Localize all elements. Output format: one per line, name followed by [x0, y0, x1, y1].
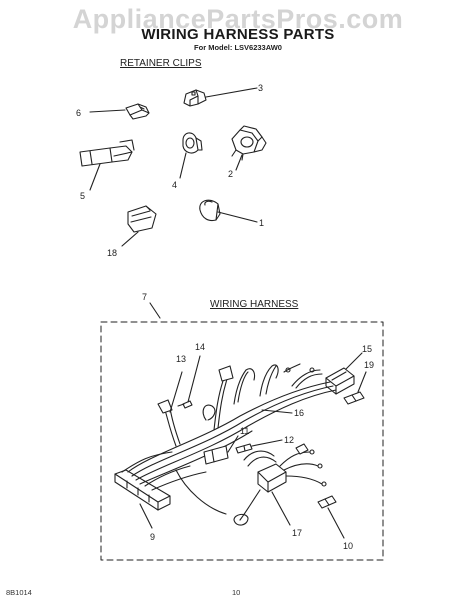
leader-13: [169, 371, 183, 413]
leader-9: [139, 503, 153, 529]
callout-4: 4: [172, 180, 177, 190]
part-19-terminal: [343, 391, 365, 405]
callout-15: 15: [362, 344, 372, 354]
part-10-terminal: [317, 495, 337, 509]
part-17-subharness: [233, 443, 327, 526]
footer-code: 8B1014: [6, 588, 32, 597]
callout-1: 1: [259, 218, 264, 228]
section-retainer-clips: RETAINER CLIPS: [120, 58, 202, 69]
leader-16: [261, 409, 293, 414]
callout-5: 5: [80, 191, 85, 201]
leader-17: [271, 491, 291, 526]
callout-18: 18: [107, 248, 117, 258]
leader-3: [205, 87, 258, 98]
leader-7: [149, 302, 161, 319]
callout-14: 14: [195, 342, 205, 352]
callout-2: 2: [228, 169, 233, 179]
callout-11: 11: [240, 426, 249, 436]
part-15-connector: [325, 367, 355, 395]
part-2-clip: [231, 125, 267, 161]
callout-7: 7: [142, 292, 147, 302]
leader-10: [327, 507, 345, 539]
part-5-clip: [79, 139, 135, 167]
part-4-clip: [182, 132, 203, 154]
callout-13: 13: [176, 354, 186, 364]
part-1-clip: [199, 199, 221, 222]
page-title: WIRING HARNESS PARTS: [141, 26, 335, 43]
callout-17: 17: [292, 528, 302, 538]
leader-2: [235, 154, 243, 171]
section-wiring-harness: WIRING HARNESS: [210, 299, 299, 310]
harness-boundary-box: [100, 321, 384, 561]
page-number: 10: [232, 588, 241, 597]
leader-19: [357, 371, 367, 393]
leader-15: [345, 352, 363, 370]
part-18-clip: [127, 205, 157, 233]
leader-6: [89, 109, 126, 113]
callout-9: 9: [150, 532, 155, 542]
callout-6: 6: [76, 108, 81, 118]
leader-1: [217, 211, 258, 223]
leader-14: [187, 355, 201, 403]
callout-10: 10: [343, 541, 353, 551]
harness-bundle: [121, 363, 337, 491]
part-14-screw: [177, 400, 193, 409]
part-12-pin: [235, 443, 253, 454]
leader-5: [89, 163, 101, 191]
watermark: AppliancePartsPros.com: [72, 4, 404, 34]
callout-12: 12: [284, 435, 294, 445]
part-3-clip: [183, 89, 207, 107]
model-line: For Model: LSV6233AW0: [194, 43, 282, 52]
leader-12: [251, 439, 283, 447]
callout-3: 3: [258, 83, 263, 93]
leader-11: [227, 435, 239, 453]
callout-16: 16: [294, 408, 304, 418]
callout-19: 19: [364, 360, 374, 370]
part-6-clip: [125, 103, 150, 120]
leader-4: [179, 152, 187, 179]
loose-wire: [175, 469, 227, 515]
part-11-bracket: [203, 445, 229, 465]
leader-18: [121, 231, 139, 247]
